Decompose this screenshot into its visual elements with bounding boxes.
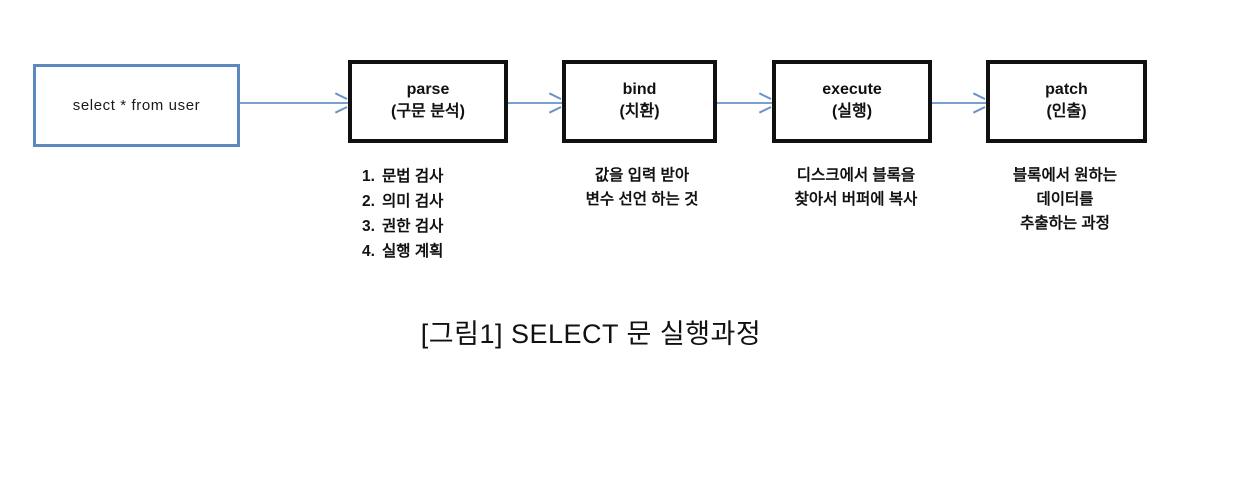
list-item: 3. 권한 검사 (348, 214, 538, 239)
list-item-label: 의미 검사 (382, 193, 444, 211)
list-item-label: 문법 검사 (382, 168, 444, 185)
description-line: 디스크에서 블록을 (796, 167, 916, 184)
list-item: 4. 실행 계획 (348, 239, 538, 264)
arrow-connector-bind-to-execute (717, 96, 772, 110)
arrow-right-icon (972, 96, 986, 110)
arrow-shaft (240, 102, 348, 104)
description-line: 찾아서 버퍼에 복사 (794, 191, 918, 209)
list-marker: 4. (362, 243, 375, 261)
step-title-execute: execute (822, 81, 882, 99)
arrow-connector-parse-to-bind (508, 96, 562, 110)
step-subtitle-execute: (실행) (831, 103, 873, 121)
step-subtitle-parse: (구문 분석) (391, 103, 465, 121)
list-marker: 3. (362, 218, 375, 236)
list-marker: 1. (362, 168, 375, 185)
description-line: 블록에서 원하는 (1012, 167, 1118, 184)
description-line: 값을 입력 받아 (594, 167, 690, 184)
step-description-parse: 1. 문법 검사 2. 의미 검사 3. 권한 검사 4. 실행 계획 (348, 164, 538, 264)
list-item: 2. 의미 검사 (348, 189, 538, 214)
arrow-right-icon (758, 96, 772, 110)
step-title-bind: bind (622, 81, 657, 99)
arrow-connector-input-to-parse (240, 96, 348, 110)
step-subtitle-bind: (치환) (619, 103, 660, 121)
description-line: 추출하는 과정 (1020, 215, 1110, 233)
arrow-shaft (932, 102, 986, 104)
arrow-right-icon (548, 96, 562, 110)
step-box-patch: patch (인출) (986, 60, 1147, 143)
step-description-execute: 디스크에서 블록을 찾아서 버퍼에 복사 (757, 164, 955, 212)
step-box-execute: execute (실행) (772, 60, 932, 143)
step-box-bind: bind (치환) (562, 60, 717, 143)
step-title-parse: parse (406, 81, 450, 99)
description-line: 변수 선언 하는 것 (585, 191, 699, 209)
parse-step-list: 1. 문법 검사 2. 의미 검사 3. 권한 검사 4. 실행 계획 (348, 164, 538, 264)
figure-caption: [그림1] SELECT 문 실행과정 (420, 319, 762, 349)
list-item: 1. 문법 검사 (348, 164, 538, 189)
query-text: select * from user (72, 97, 201, 114)
query-input-box: select * from user (33, 64, 240, 147)
step-box-parse: parse (구문 분석) (348, 60, 508, 143)
step-title-patch: patch (1045, 81, 1088, 99)
step-subtitle-patch: (인출) (1046, 103, 1087, 121)
list-marker: 2. (362, 193, 375, 211)
description-line: 데이터를 (1036, 191, 1094, 209)
arrow-shaft (508, 102, 562, 104)
step-description-bind: 값을 입력 받아 변수 선언 하는 것 (547, 164, 737, 212)
list-item-label: 실행 계획 (382, 243, 444, 261)
arrow-right-icon (334, 96, 348, 110)
arrow-shaft (717, 102, 772, 104)
step-description-patch: 블록에서 원하는 데이터를 추출하는 과정 (967, 164, 1163, 236)
arrow-connector-execute-to-patch (932, 96, 986, 110)
list-item-label: 권한 검사 (382, 218, 444, 236)
